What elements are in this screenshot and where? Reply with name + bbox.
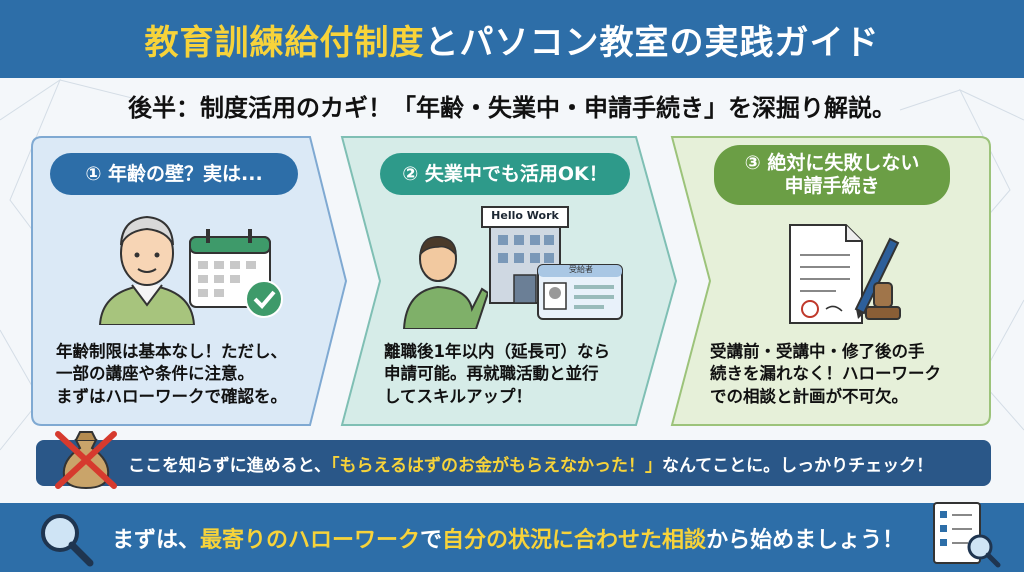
panel-procedure-heading: ③ 絶対に失敗しない 申請手続き <box>714 145 950 205</box>
calendar-check-icon <box>189 229 283 318</box>
panel-age-heading: ① 年齢の壁？実は... <box>50 153 298 195</box>
id-card-icon <box>537 264 623 320</box>
panel-age-line: 年齢制限は基本なし！ただし、 <box>56 342 287 361</box>
warning-highlight: 「もらえるはずのお金がもらえなかった！」 <box>330 455 662 476</box>
warning-after: なんてことに。しっかりチェック！ <box>661 455 934 476</box>
subtitle: 後半：制度活用のカギ！「年齢・失業中・申請手続き」を深掘り解説。 <box>128 94 896 122</box>
panel-procedure-heading-line2: 申請手続き <box>784 175 880 197</box>
panel-unemployed-text: 離職後1年以内（延長可）なら 申請可能。再就職活動と並行 してスキルアップ！ <box>384 341 654 408</box>
panel-procedure: ③ 絶対に失敗しない 申請手続き 受講前・受講中・修了後の手 続きを漏れなく！ハ… <box>670 135 992 427</box>
panel-age: ① 年齢の壁？実は... 年齢制限は基本なし！ただし、 一部の講座や条件に注意。… <box>30 135 350 427</box>
senior-man-icon <box>98 215 196 325</box>
document-pen-stamp-icon <box>789 224 901 324</box>
panel-unemployed: ② 失業中でも活用OK！ Hello Work 受給者 離職後1年以内（延長可）… <box>340 135 680 427</box>
panel-procedure-line: での相談と計画が不可欠。 <box>710 386 908 406</box>
panel-unemployed-line: 申請可能。再就職活動と並行 <box>384 364 599 384</box>
building-sign: Hello Work <box>491 209 559 222</box>
bottom-part1: まずは、 <box>112 527 201 553</box>
panel-age-line: 一部の講座や条件に注意。 <box>56 364 254 384</box>
panel-procedure-heading-line1: ③ 絶対に失敗しない <box>744 152 920 175</box>
page-title: 教育訓練給付制度とパソコン教室の実践ガイド <box>145 15 880 64</box>
panel-age-line: まずはハローワークで確認を。 <box>56 386 287 406</box>
bottom-part2: 最寄りのハローワーク <box>200 527 421 553</box>
money-bag-cross-icon <box>55 431 117 490</box>
panel-procedure-line: 続きを漏れなく！ハローワーク <box>710 364 941 384</box>
checklist-magnifier-icon <box>933 502 1001 568</box>
magnifier-icon <box>41 514 94 567</box>
bottom-text: まずは、最寄りのハローワークで自分の状況に合わせた相談から始めましょう！ <box>112 522 904 554</box>
warning-text: ここを知らずに進めると、「もらえるはずのお金がもらえなかった！」なんてことに。し… <box>128 451 933 476</box>
panel-procedure-text: 受講前・受講中・修了後の手 続きを漏れなく！ハローワーク での相談と計画が不可欠… <box>710 341 980 408</box>
title-highlight: 教育訓練給付制度 <box>144 22 425 63</box>
man-pointing-icon <box>402 236 488 329</box>
panel-unemployed-line: してスキルアップ！ <box>384 386 533 406</box>
bottom-part4: 自分の状況に合わせた相談 <box>442 527 707 553</box>
bottom-part3: で <box>420 527 443 553</box>
panel-unemployed-heading: ② 失業中でも活用OK！ <box>380 153 630 195</box>
id-card-label: 受給者 <box>569 265 593 274</box>
bottom-bar: まずは、最寄りのハローワークで自分の状況に合わせた相談から始めましょう！ <box>0 502 1024 572</box>
warning-before: ここを知らずに進めると、 <box>128 455 331 476</box>
title-rest: とパソコン教室の実践ガイド <box>424 22 880 63</box>
panel-age-text: 年齢制限は基本なし！ただし、 一部の講座や条件に注意。 まずはハローワークで確認… <box>56 341 336 408</box>
title-bar: 教育訓練給付制度とパソコン教室の実践ガイド <box>0 0 1024 78</box>
panel-procedure-line: 受講前・受講中・修了後の手 <box>710 342 925 361</box>
bottom-part5: から始めましょう！ <box>706 527 905 553</box>
warning-bar: ここを知らずに進めると、「もらえるはずのお金がもらえなかった！」なんてことに。し… <box>36 431 991 490</box>
panel-unemployed-line: 離職後1年以内（延長可）なら <box>384 342 610 361</box>
